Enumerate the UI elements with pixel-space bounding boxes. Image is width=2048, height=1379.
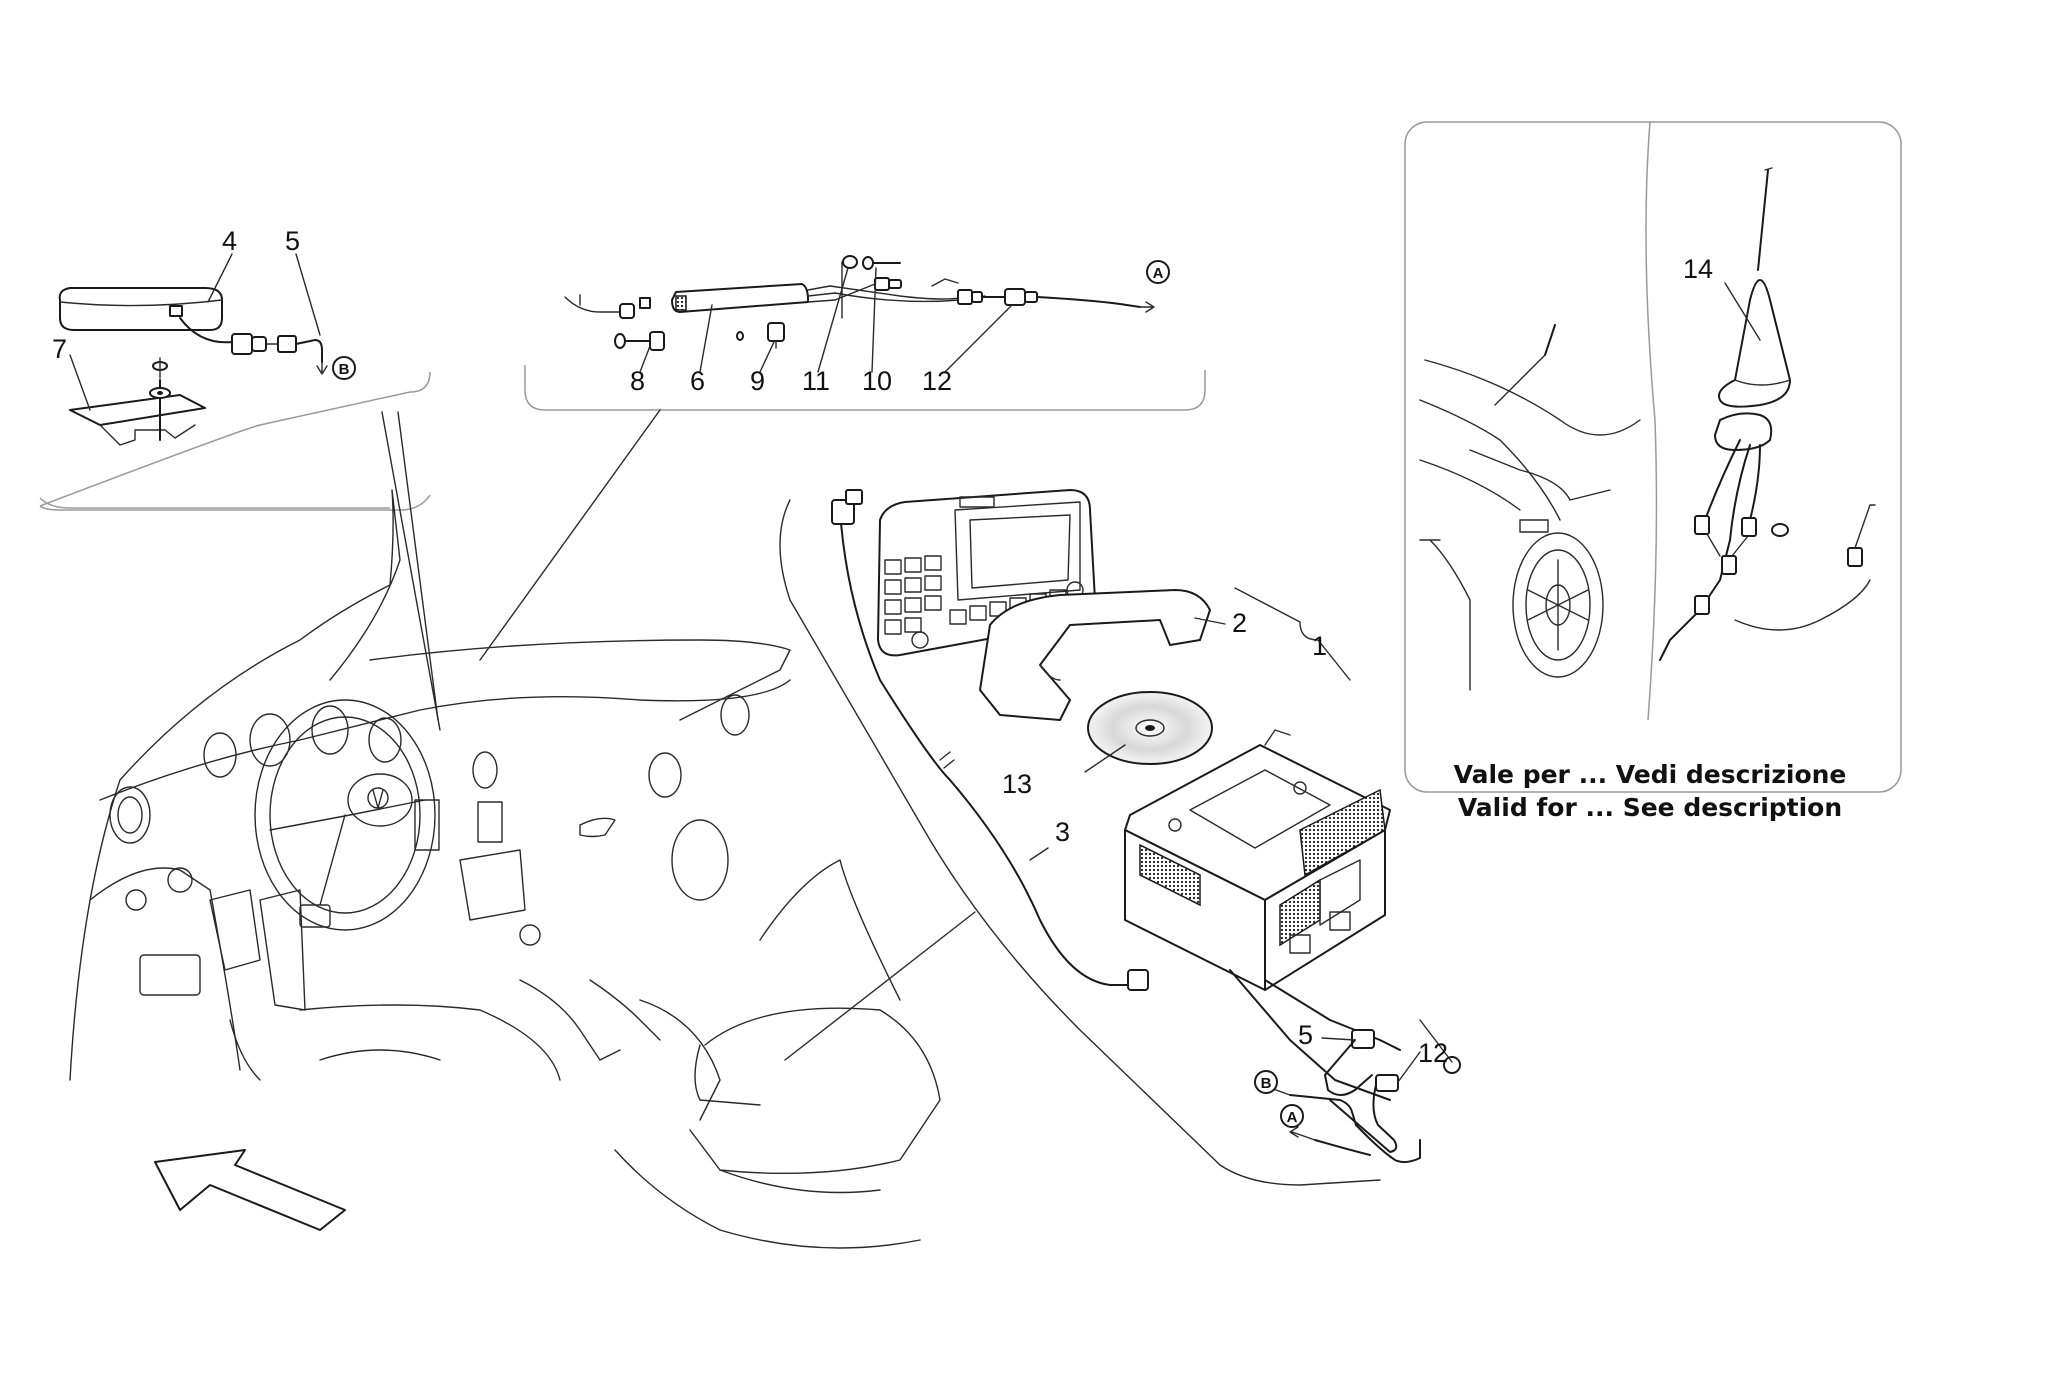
callout-5-top: 5	[285, 226, 300, 256]
callout-frame-left	[39, 371, 431, 511]
svg-text:B: B	[1261, 1075, 1272, 1092]
callout-9: 9	[750, 366, 765, 396]
roof-antenna-14	[1659, 167, 1876, 661]
callout-1: 1	[1312, 631, 1327, 661]
svg-text:A: A	[1153, 265, 1164, 282]
assembly-bracket	[1234, 587, 1351, 681]
callout-6: 6	[690, 366, 705, 396]
direction-arrow-icon	[154, 1149, 346, 1231]
navigation-unit-group	[831, 489, 1461, 1164]
callout-13: 13	[1002, 769, 1032, 799]
callout-12-bottom: 12	[1418, 1038, 1448, 1068]
gps-antenna-group	[58, 287, 328, 446]
callout-10: 10	[862, 366, 892, 396]
callout-frame-right	[1404, 121, 1902, 793]
callout-frame-middle	[524, 365, 1206, 411]
callout-frame-left-bottom	[39, 497, 390, 509]
note-english: Valid for ... See description	[1458, 793, 1842, 822]
exploded-region-boundary	[779, 499, 1381, 1186]
connector-b-bottom: B	[1254, 1070, 1278, 1094]
car-interior-dashboard	[69, 489, 941, 1249]
connector-a-top: A	[1146, 260, 1170, 284]
callout-5-bottom: 5	[1298, 1020, 1313, 1050]
connector-b-top: B	[332, 356, 356, 380]
callout-7: 7	[52, 334, 67, 364]
callout-leaders	[69, 253, 1761, 1083]
callout-numbers: 4 5 7 8 6 9 11 10 12 2 1 13 3 5 12 14	[52, 226, 1713, 1068]
callout-8: 8	[630, 366, 645, 396]
callout-frame-right-divider	[1645, 121, 1658, 721]
callout-12-top: 12	[922, 366, 952, 396]
callout-11: 11	[802, 366, 830, 396]
antenna-amplifier-group	[564, 255, 1155, 351]
svg-text:A: A	[1287, 1109, 1298, 1126]
callout-4: 4	[222, 226, 237, 256]
note-italian: Vale per ... Vedi descrizione	[1454, 760, 1847, 789]
car-rear-view	[1419, 324, 1641, 691]
callout-3: 3	[1055, 817, 1070, 847]
svg-text:B: B	[339, 361, 350, 378]
callout-2: 2	[1232, 608, 1247, 638]
callout-14: 14	[1683, 254, 1713, 284]
connector-a-bottom: A	[1280, 1104, 1304, 1128]
leader-lines-interior	[381, 409, 976, 1061]
